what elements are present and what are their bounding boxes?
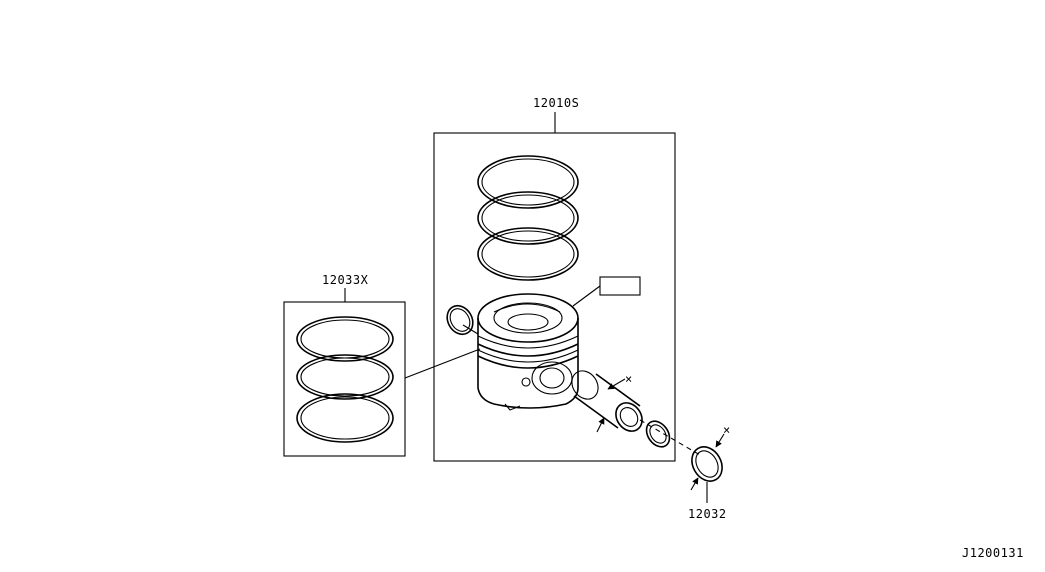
top-ring — [477, 155, 579, 209]
ring-set-box — [283, 301, 406, 457]
pin-arrow-bottom — [596, 417, 605, 433]
piston-pin: × — [571, 370, 643, 433]
right-snap-ring — [645, 420, 671, 448]
pin-mark: × — [625, 372, 633, 386]
figure-code: J1200131 — [962, 546, 1024, 560]
piston-rings-stack — [477, 155, 579, 281]
ring-set-callout[interactable]: 12033X — [322, 273, 369, 302]
piston-body — [477, 293, 579, 411]
part-number-12010s: 12010S — [533, 96, 579, 110]
part-number-12032: 12032 — [688, 507, 727, 521]
piston-assembly-box — [433, 132, 676, 462]
snap-ring — [691, 446, 723, 482]
blank-label-box — [599, 276, 641, 296]
blank-label-leader — [572, 285, 601, 307]
second-ring — [477, 191, 579, 245]
snap-mark: × — [723, 423, 731, 437]
oil-ring — [477, 227, 579, 281]
pin-arrow-top — [607, 378, 626, 390]
pin-axis-line — [639, 419, 701, 456]
left-snap-ring — [446, 304, 479, 336]
piston-assembly-callout[interactable]: 12010S — [533, 96, 579, 133]
snap-arrow-bottom — [690, 477, 699, 491]
ring-set-rings — [296, 316, 394, 443]
ring-set-leader — [404, 348, 481, 379]
part-number-12033x: 12033X — [322, 273, 369, 287]
snap-arrow-top — [715, 433, 725, 448]
snap-ring-12032[interactable]: × 12032 — [686, 423, 731, 521]
